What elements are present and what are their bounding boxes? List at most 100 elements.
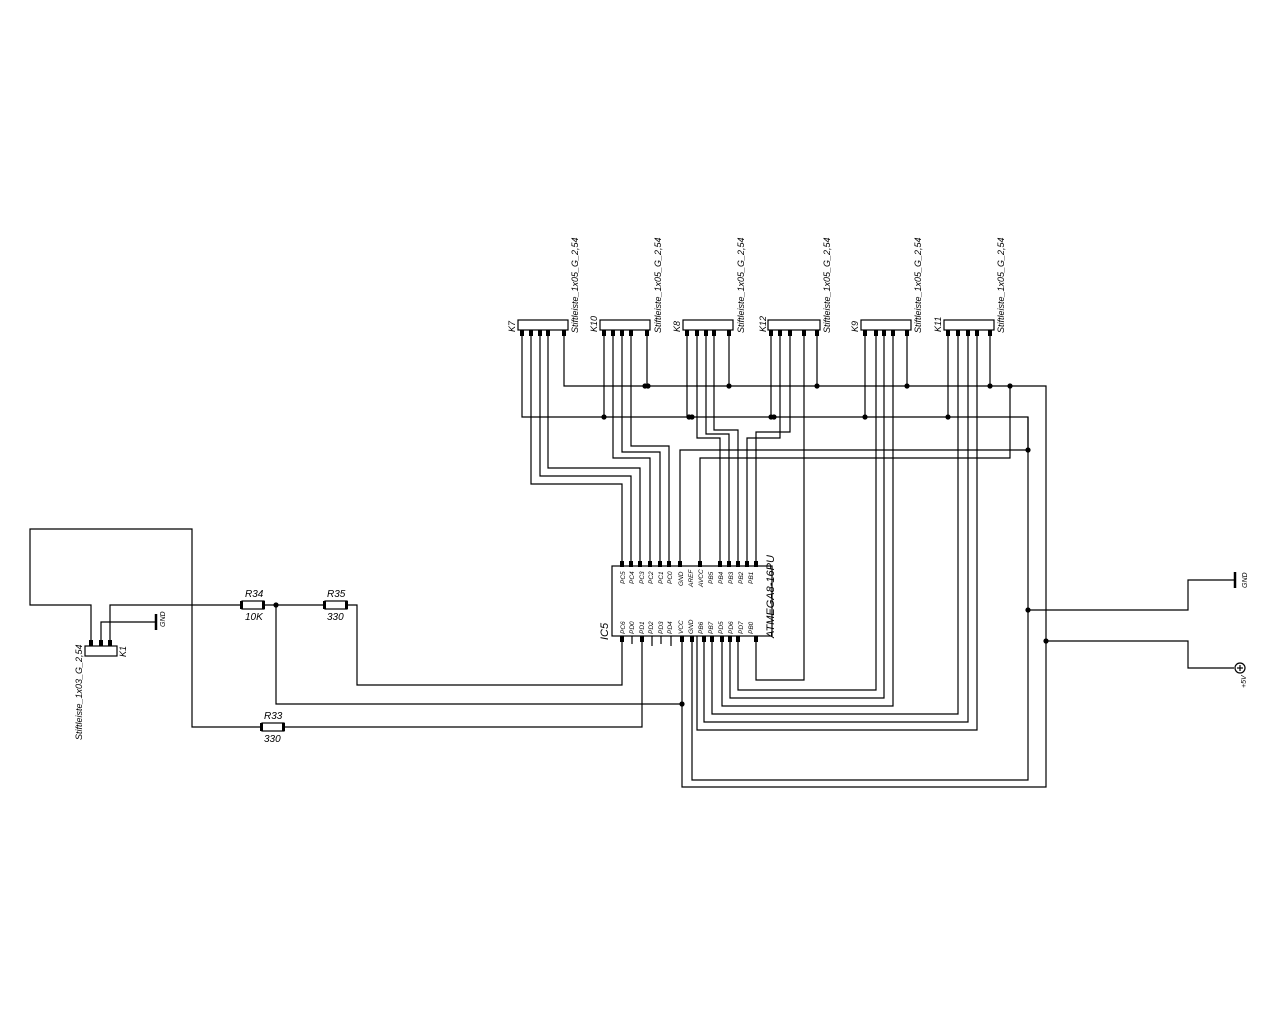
ic5-bottom-pin-stubs: [620, 636, 758, 642]
ic-pin: [754, 561, 758, 567]
resistor-ref-label: R35: [327, 589, 346, 600]
connector-pin: [778, 330, 782, 336]
junction-dot: [987, 383, 993, 389]
junction-dot: [1025, 447, 1031, 453]
connector-type-label: Stiftleiste_1x05_G_2,54: [570, 237, 580, 333]
connector-pin: [956, 330, 960, 336]
wire-r33-k1: [29, 528, 261, 728]
connector-k8[interactable]: K8 Stiftleiste_1x05_G_2,54: [672, 237, 746, 336]
junction-dot: [601, 414, 607, 420]
ic-pin-label: PB4: [718, 571, 725, 584]
wire-bus-gnd-drops: [603, 336, 949, 417]
wire-k9-pd5: [721, 336, 894, 707]
connector-k11[interactable]: K11 Stiftleiste_1x05_G_2,54: [933, 237, 1006, 336]
ic-pin: [620, 636, 624, 642]
resistor-body: [241, 600, 265, 610]
connector-ref-label: K1: [118, 646, 128, 657]
ic-pin: [718, 561, 722, 567]
connector-body: [860, 319, 912, 331]
connector-type-label: Stiftleiste_1x05_G_2,54: [736, 237, 746, 333]
resistor-body: [261, 722, 285, 732]
gnd-symbol-k1: GND: [154, 611, 167, 630]
wire-k10-pc0: [630, 336, 670, 566]
ic-pin-label: PD3: [658, 621, 665, 634]
gnd-symbol-main: GND: [1233, 572, 1249, 588]
ic-pin: [727, 561, 731, 567]
connector-type-label: Stiftleiste_1x05_G_2,54: [913, 237, 923, 333]
wire-k12-pb1: [755, 336, 791, 566]
resistor-body: [324, 600, 348, 610]
connector-pin: [108, 640, 112, 646]
resistor-end: [323, 601, 326, 609]
connector-body: [943, 319, 995, 331]
ic-pin: [648, 561, 652, 567]
connector-pin: [529, 330, 533, 336]
junction-dot: [645, 383, 651, 389]
connector-type-label: Stiftleiste_1x05_G_2,54: [996, 237, 1006, 333]
connector-pin: [520, 330, 524, 336]
connector-pin: [704, 330, 708, 336]
ic-pin-label: AVCC: [698, 569, 705, 588]
connector-pin: [769, 330, 773, 336]
wire-k10-pc2: [612, 336, 651, 566]
wire-k9-pd6: [729, 336, 885, 699]
junction-dot: [945, 414, 951, 420]
ic-pin: [710, 636, 714, 642]
gnd-label: GND: [1242, 572, 1249, 588]
ic-pin-label: PB1: [748, 571, 755, 584]
ic-pin-label: AREF: [688, 569, 695, 588]
ic-pin-label: PC6: [620, 621, 627, 634]
wire-reset-net: [275, 605, 682, 705]
gnd-label: GND: [160, 611, 167, 627]
ic-pin-label: PB2: [738, 571, 745, 584]
resistor-ref-label: R34: [245, 589, 264, 600]
wire-bus-vcc-drops: [646, 336, 991, 386]
connector-pin: [685, 330, 689, 336]
connector-body: [682, 319, 734, 331]
connector-k12[interactable]: K12 Stiftleiste_1x05_G_2,54: [758, 237, 832, 336]
connector-k7[interactable]: K7 Stiftleiste_1x05_G_2,54: [507, 237, 580, 336]
junction-dot: [679, 701, 685, 707]
junctions: [273, 383, 1049, 707]
wire-vcc-symbol: [1046, 640, 1234, 669]
wire-k11-to-reset-bus: [699, 386, 1011, 566]
ic-pin: [736, 636, 740, 642]
connector-pin: [788, 330, 792, 336]
resistor-end: [262, 601, 265, 609]
ic-pin: [667, 561, 671, 567]
connector-pin: [611, 330, 615, 336]
connector-pin: [629, 330, 633, 336]
connector-pin: [695, 330, 699, 336]
wire-k12-pb0: [755, 336, 805, 681]
ic5-stub-pins: [631, 636, 672, 646]
ic-pin-label: PB0: [748, 621, 755, 634]
connector-ref-label: K7: [507, 320, 517, 332]
connector-pin: [645, 330, 649, 336]
resistor-r35[interactable]: R35 330: [323, 589, 348, 623]
connector-k1[interactable]: K1 Stiftleiste_1x03_G_2,54: [74, 640, 128, 740]
connector-pin: [946, 330, 950, 336]
connector-pin: [602, 330, 606, 336]
connector-ref-label: K9: [850, 321, 860, 332]
ic-pin: [638, 561, 642, 567]
ic-pin: [620, 561, 624, 567]
connector-k10[interactable]: K10 Stiftleiste_1x05_G_2,54: [589, 237, 663, 336]
ic-pin-label: PB3: [728, 571, 735, 584]
connector-body: [517, 319, 569, 331]
connector-pin: [712, 330, 716, 336]
junction-dot: [689, 414, 695, 420]
connector-type-label: Stiftleiste_1x03_G_2,54: [74, 644, 84, 740]
connector-pin: [546, 330, 550, 336]
connector-body: [84, 645, 118, 657]
connector-k9[interactable]: K9 Stiftleiste_1x05_G_2,54: [850, 237, 923, 336]
ic5-atmega8[interactable]: PC5 PC4 PC3 PC2 PC1 PC0 GND AREF AVCC PB…: [599, 555, 777, 642]
ic-pin: [745, 561, 749, 567]
ic-pin-label: PB5: [708, 571, 715, 584]
resistor-r34[interactable]: R34 10K: [240, 589, 265, 623]
resistor-r33[interactable]: R33 330: [260, 711, 285, 745]
connector-pin: [891, 330, 895, 336]
connector-pin: [99, 640, 103, 646]
connector-pin: [620, 330, 624, 336]
connector-body: [767, 319, 821, 331]
